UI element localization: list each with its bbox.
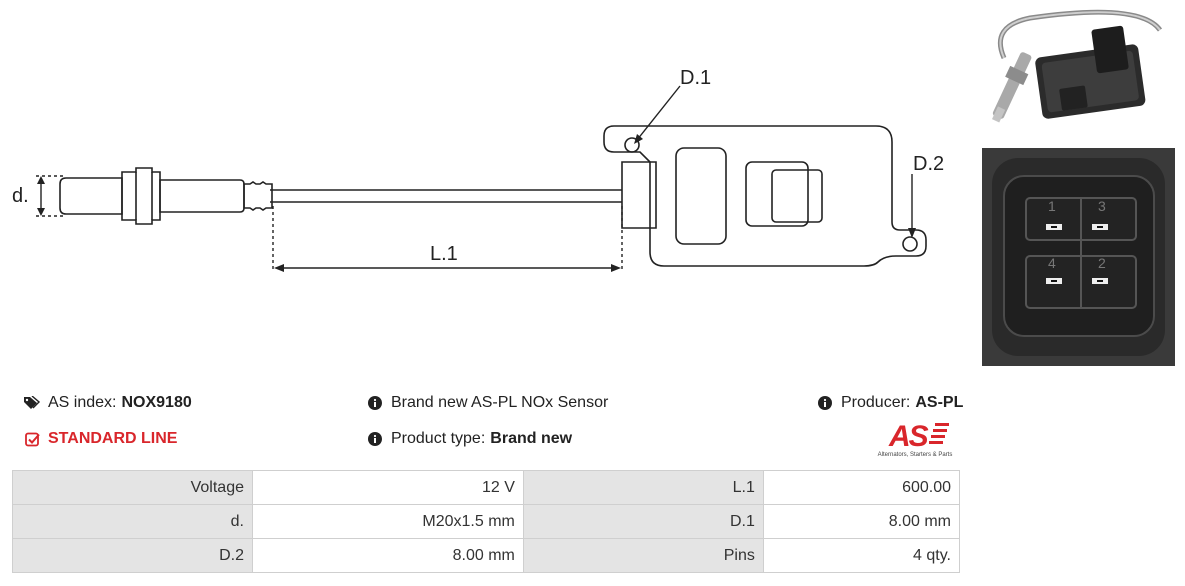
spec-value: 12 V	[252, 470, 524, 505]
standard-line-row: STANDARD LINE	[24, 430, 177, 448]
svg-text:AS: AS	[888, 420, 929, 453]
mount-hole-d1	[624, 137, 640, 153]
table-row: d. M20x1.5 mm D.1 8.00 mm	[12, 504, 961, 539]
probe-crimp	[243, 181, 273, 211]
as-index-row: AS index: NOX9180	[24, 394, 192, 412]
sensor-technical-drawing: d. L.1 D.1 D.2	[12, 67, 944, 272]
as-pl-logo: AS Alternators, Starters & Parts	[878, 420, 953, 458]
dim-label-d1: D.1	[680, 67, 711, 89]
spec-key: L.1	[522, 470, 764, 505]
specs-table: Voltage 12 V L.1 600.00 d. M20x1.5 mm D.…	[12, 470, 961, 573]
description-text: Brand new AS-PL NOx Sensor	[391, 394, 609, 411]
connector-socket-right-outer	[745, 161, 809, 227]
connector-socket-right-inner	[771, 169, 823, 223]
check-square-icon	[24, 431, 40, 447]
spec-value: 600.00	[762, 470, 961, 505]
cable-boot	[621, 161, 657, 229]
product-type-label: Product type:	[391, 430, 486, 447]
producer-row: Producer: AS-PL	[817, 394, 963, 412]
svg-text:Alternators, Starters & Parts: Alternators, Starters & Parts	[878, 452, 953, 458]
description-row: Brand new AS-PL NOx Sensor	[367, 394, 608, 412]
dim-label-d2: D.2	[913, 153, 944, 175]
spec-key: d.	[12, 504, 253, 539]
spec-value: 8.00 mm	[252, 538, 524, 573]
spec-key: Pins	[522, 538, 764, 573]
tags-icon	[24, 395, 40, 411]
spec-key: D.1	[522, 504, 764, 539]
connector-socket-left	[675, 147, 727, 245]
connector-pinout-photo: 1 3 4 2	[982, 148, 1175, 366]
product-type-row: Product type: Brand new	[367, 430, 572, 448]
producer-value: AS-PL	[915, 394, 964, 411]
control-unit-housing	[603, 125, 927, 267]
info-circle-icon	[367, 431, 383, 447]
info-circle-icon	[367, 395, 383, 411]
producer-label: Producer:	[841, 394, 911, 411]
dim-label-l1: L.1	[430, 243, 458, 265]
as-index-label: AS index:	[48, 394, 117, 411]
probe-tip	[59, 177, 123, 215]
spec-value: M20x1.5 mm	[252, 504, 524, 539]
product-type-value: Brand new	[490, 430, 573, 447]
table-row: Voltage 12 V L.1 600.00	[12, 470, 961, 505]
as-index-value: NOX9180	[121, 394, 192, 411]
product-photo	[992, 9, 1163, 123]
pin-label-3: 3	[1098, 198, 1106, 214]
spec-key: Voltage	[12, 470, 253, 505]
standard-line-label: STANDARD LINE	[48, 430, 178, 447]
probe-sleeve	[159, 179, 245, 213]
info-circle-icon	[817, 395, 833, 411]
pin-label-2: 2	[1098, 255, 1106, 271]
dim-label-d: d.	[12, 185, 29, 207]
spec-value: 8.00 mm	[762, 504, 961, 539]
spec-key: D.2	[12, 538, 253, 573]
table-row: D.2 8.00 mm Pins 4 qty.	[12, 538, 961, 573]
pin-label-1: 1	[1048, 198, 1056, 214]
spec-value: 4 qty.	[762, 538, 961, 573]
mount-hole-d2	[902, 236, 918, 252]
hex-nut	[121, 167, 161, 225]
pin-label-4: 4	[1048, 255, 1056, 271]
